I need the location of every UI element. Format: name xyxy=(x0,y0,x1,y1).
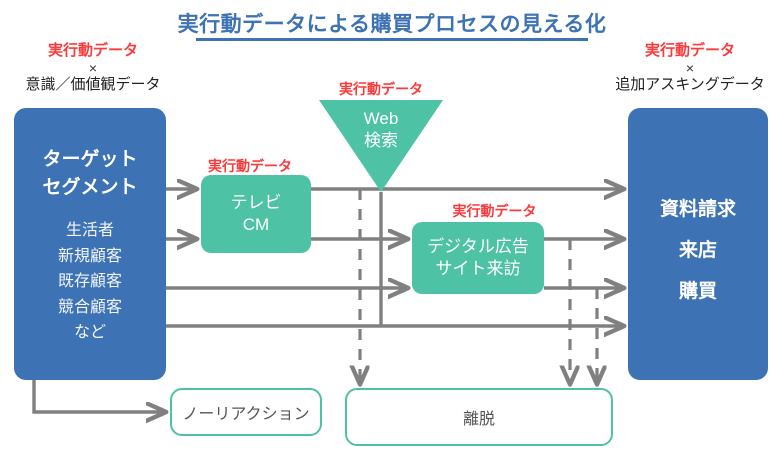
outcome-list: 資料請求 来店 購買 xyxy=(628,190,768,313)
stage-box-web-search: Web 検索 xyxy=(319,100,443,192)
outcome-box: 資料請求 来店 購買 xyxy=(628,108,768,380)
list-item: 資料請求 xyxy=(659,199,736,220)
page-title: 実行動データによる購買プロセスの見える化 xyxy=(177,13,607,36)
list-item: など xyxy=(73,324,106,342)
stage-tv-line2: CM xyxy=(242,215,270,234)
caption-right-times: × xyxy=(685,60,695,77)
stage-box-digital-ad: デジタル広告 サイト来訪 xyxy=(412,222,544,294)
stage-box-digital-ad-text: デジタル広告 サイト来訪 xyxy=(427,236,529,281)
caption-right: 実行動データ × 追加アスキングデータ xyxy=(596,42,784,95)
list-item: 購買 xyxy=(678,280,717,302)
stage-box-tv-text: テレビ CM xyxy=(231,192,282,237)
list-item: 来店 xyxy=(678,239,717,261)
stage-box-tv: テレビ CM xyxy=(201,175,311,253)
caption-right-black: 追加アスキングデータ xyxy=(615,76,765,94)
stage-web-line1: Web xyxy=(363,109,399,128)
target-segment-title: ターゲット セグメント xyxy=(14,146,166,201)
caption-right-red: 実行動データ xyxy=(644,42,735,59)
list-item: 生活者 xyxy=(65,222,114,239)
target-segment-title-line1: ターゲット xyxy=(42,149,138,170)
title-underline xyxy=(196,38,588,41)
stage-label-digital: 実行動データ xyxy=(452,203,537,219)
stage-web-line2: 検索 xyxy=(364,131,398,151)
stage-tv-line1: テレビ xyxy=(230,192,282,212)
list-item: 競合顧客 xyxy=(57,298,122,316)
caption-left-times: × xyxy=(88,60,98,77)
stage-digital-line1: デジタル広告 xyxy=(427,236,529,256)
stage-label-web: 実行動データ xyxy=(339,81,423,97)
exit-box-no-reaction: ノーリアクション xyxy=(170,388,322,436)
target-segment-title-line2: セグメント xyxy=(42,176,138,198)
caption-left-red: 実行動データ xyxy=(47,42,138,59)
target-segment-box: ターゲット セグメント 生活者 新規顧客 既存顧客 競合顧客 など xyxy=(14,108,166,380)
target-segment-list: 生活者 新規顧客 既存顧客 競合顧客 など xyxy=(14,218,166,346)
list-item: 既存顧客 xyxy=(57,273,122,291)
caption-left-black: 意識／価値観データ xyxy=(25,76,161,94)
stage-digital-line2: サイト来訪 xyxy=(435,259,521,278)
stage-label-tv: 実行動データ xyxy=(208,158,292,174)
caption-left: 実行動データ × 意識／価値観データ xyxy=(0,42,186,95)
list-item: 新規顧客 xyxy=(57,247,122,265)
exit-box-dropout: 離脱 xyxy=(345,388,613,446)
stage-box-web-search-text: Web 検索 xyxy=(319,108,443,153)
